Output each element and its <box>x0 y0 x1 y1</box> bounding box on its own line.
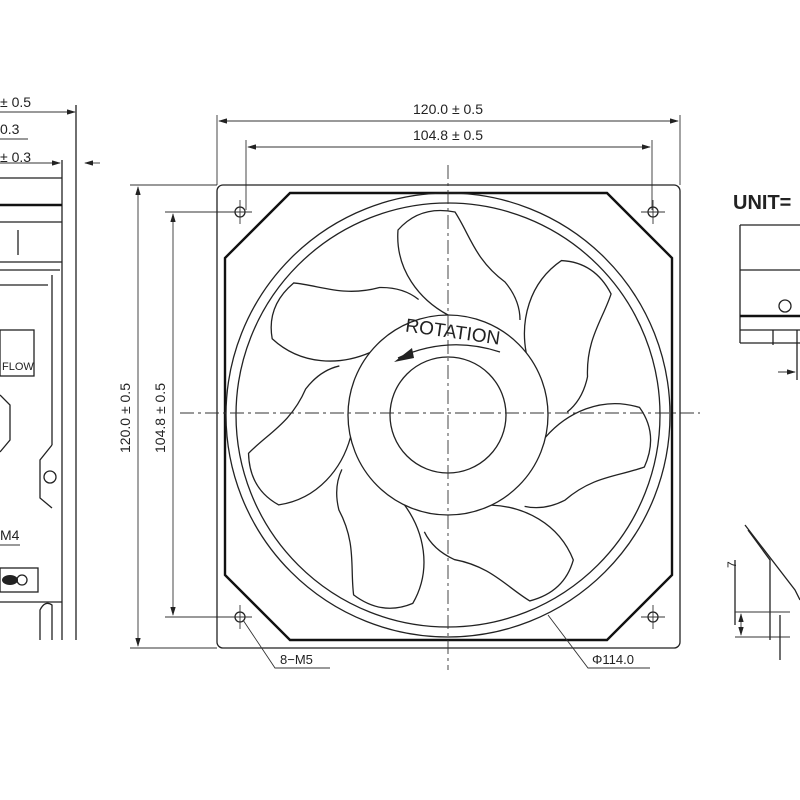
left-dim-2: 0.3 <box>0 121 20 137</box>
fan-blade <box>523 259 612 413</box>
fan-blade <box>423 504 575 602</box>
diameter-label: Φ114.0 <box>592 652 634 667</box>
screw-label: M4 <box>0 527 20 543</box>
fan-blade <box>524 403 652 509</box>
airflow-label: FLOW <box>2 361 34 373</box>
fan-blade <box>336 469 425 609</box>
left-dim-3: ± 0.3 <box>0 149 31 165</box>
airflow-arrow-icon <box>0 394 11 453</box>
fan-frame <box>216 184 681 649</box>
unit-label: UNIT= <box>733 192 791 214</box>
left-side-view: ± 0.5 0.3 ± 0.3 FLOW M4 <box>0 94 100 640</box>
hole-pitch-height-dim: 104.8 ± 0.5 <box>152 383 168 453</box>
frame-inner-chamfer <box>223 191 674 642</box>
terminal-dim: 7 <box>725 561 739 568</box>
mounting-holes <box>228 200 665 629</box>
left-dim-1: ± 0.5 <box>0 94 31 110</box>
front-view: 120.0 ± 0.5 104.8 ± 0.5 120.0 ± 0.5 104.… <box>117 101 700 670</box>
right-side-view: UNIT= 7 <box>725 192 800 660</box>
fan-blade <box>270 282 420 362</box>
fan-blade <box>397 209 521 321</box>
fan-blades <box>247 209 652 609</box>
hole-pitch-width-dim: 104.8 ± 0.5 <box>413 127 483 143</box>
rotation-arrow-icon <box>394 348 414 362</box>
fan-blade <box>247 365 352 506</box>
mount-holes-label: 8−M5 <box>280 652 313 667</box>
outer-height-dim: 120.0 ± 0.5 <box>117 383 133 453</box>
outer-width-dim: 120.0 ± 0.5 <box>413 101 483 117</box>
